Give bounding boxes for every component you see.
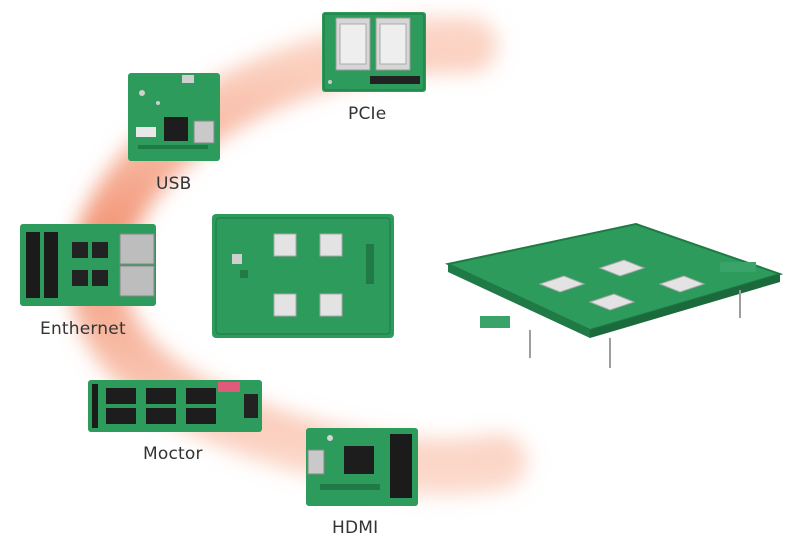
- moctor-label: Moctor: [143, 444, 203, 464]
- usb-board: [128, 73, 220, 161]
- main-board-isometric-image: [444, 222, 784, 368]
- usb-board-image: [128, 73, 220, 161]
- moctor-board-image: [88, 380, 262, 432]
- hdmi-board-image: [306, 428, 418, 506]
- hdmi-board: [306, 428, 418, 506]
- hdmi-label: HDMI: [332, 518, 379, 538]
- ethernet-board-image: [20, 224, 156, 306]
- pcie-board: [322, 12, 426, 92]
- ethernet-board: [20, 224, 156, 306]
- main-board-isometric-view: [440, 220, 790, 380]
- usb-label: USB: [156, 174, 192, 194]
- pcie-board-image: [322, 12, 426, 92]
- moctor-board: [88, 380, 262, 432]
- main-board-top-image: [212, 214, 394, 338]
- ethernet-label: Enthernet: [40, 319, 126, 339]
- pcie-label: PCIe: [348, 104, 387, 124]
- main-board-top-view: [212, 214, 394, 338]
